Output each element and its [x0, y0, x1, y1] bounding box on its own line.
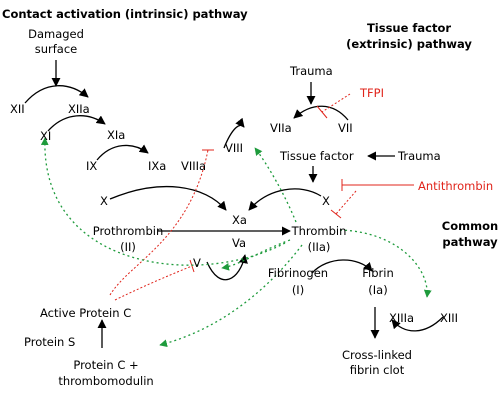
node-thrombin: Thrombin [291, 224, 347, 238]
node-trauma-right: Trauma [398, 149, 441, 163]
node-xiia: XIIa [68, 102, 90, 116]
heading-common-line1: Common [441, 219, 499, 233]
heading-extrinsic-line2: (extrinsic) pathway [346, 37, 472, 51]
arrow-x-right-to-xa [248, 188, 322, 211]
feedback-thrombin-to-protein-c [159, 244, 303, 348]
arrow-xii-to-xiia [24, 85, 89, 104]
node-ixa: IXa [148, 159, 167, 173]
feedback-thrombin-to-viii [254, 147, 297, 223]
arrow-xi-to-xia [47, 115, 106, 132]
node-xa: Xa [232, 213, 247, 227]
node-x-left: X [100, 194, 108, 208]
node-fibrinogen-number: (I) [291, 283, 305, 297]
node-protein-c-line2: thrombomodulin [58, 374, 154, 388]
node-tissue-factor: Tissue factor [280, 149, 354, 163]
node-prothrombin: Prothrombin [92, 224, 164, 238]
node-fibrin: Fibrin [362, 266, 394, 280]
node-va: Va [232, 236, 247, 250]
node-viia: VIIa [270, 121, 292, 135]
node-v: V [193, 256, 201, 270]
node-xii: XII [10, 102, 25, 116]
inhibitor-antithrombin: Antithrombin [418, 179, 494, 193]
node-ix: IX [86, 159, 98, 173]
arrow-fibrinogen-to-fibrin [311, 259, 373, 274]
inhibit-apc-v [114, 265, 193, 301]
arrow-xiii-to-xiiia [391, 316, 444, 332]
node-thrombin-number: (IIa) [307, 240, 331, 254]
inhibit-tfpi [321, 93, 351, 113]
node-active-protein-c: Active Protein C [40, 306, 132, 320]
node-viii: VIII [225, 141, 244, 155]
node-vii: VII [338, 121, 353, 135]
feedback-thrombin-to-v [221, 239, 291, 271]
inhibit-apc-viii [109, 149, 209, 296]
arrow-ix-to-ixa [96, 144, 149, 161]
node-xi: XI [40, 129, 52, 143]
node-xiiia: XIIIa [389, 311, 415, 325]
node-fibrinogen: Fibrinogen [267, 266, 329, 280]
arrow-viii-to-viiia [223, 117, 245, 149]
node-viiia: VIIIa [181, 159, 207, 173]
arrow-vii-to-viia [293, 105, 349, 121]
feedback-thrombin-to-xi [40, 137, 286, 266]
node-fibrin-number: (Ia) [368, 283, 388, 297]
node-protein-c-line1: Protein C + [73, 358, 139, 372]
node-clot-line1: Cross-linked [342, 348, 412, 362]
inhibitor-tfpi: TFPI [360, 86, 384, 100]
node-protein-s: Protein S [24, 335, 76, 349]
node-xiii: XIII [440, 311, 459, 325]
node-prothrombin-number: (II) [120, 240, 136, 254]
inhibit-tfpi-bar [316, 105, 328, 119]
node-clot-line2: fibrin clot [349, 363, 405, 377]
inhibit-antithrombin-thrombin-bar [330, 209, 342, 219]
node-x-right: X [322, 194, 330, 208]
node-xia: XIa [107, 128, 126, 142]
node-damaged-surface-line2: surface [34, 42, 78, 56]
heading-common-line2: pathway [442, 235, 498, 249]
node-damaged-surface-line1: Damaged [28, 27, 84, 41]
arrow-v-to-va [206, 254, 248, 281]
heading-extrinsic-line1: Tissue factor [366, 21, 452, 35]
arrow-x-to-xa [109, 185, 227, 211]
inhibit-antithrombin-thrombin [335, 190, 357, 215]
inhibit-apc-v-bar [189, 259, 195, 273]
node-trauma-top: Trauma [290, 64, 333, 78]
heading-intrinsic-pathway: Contact activation (intrinsic) pathway [2, 7, 248, 21]
